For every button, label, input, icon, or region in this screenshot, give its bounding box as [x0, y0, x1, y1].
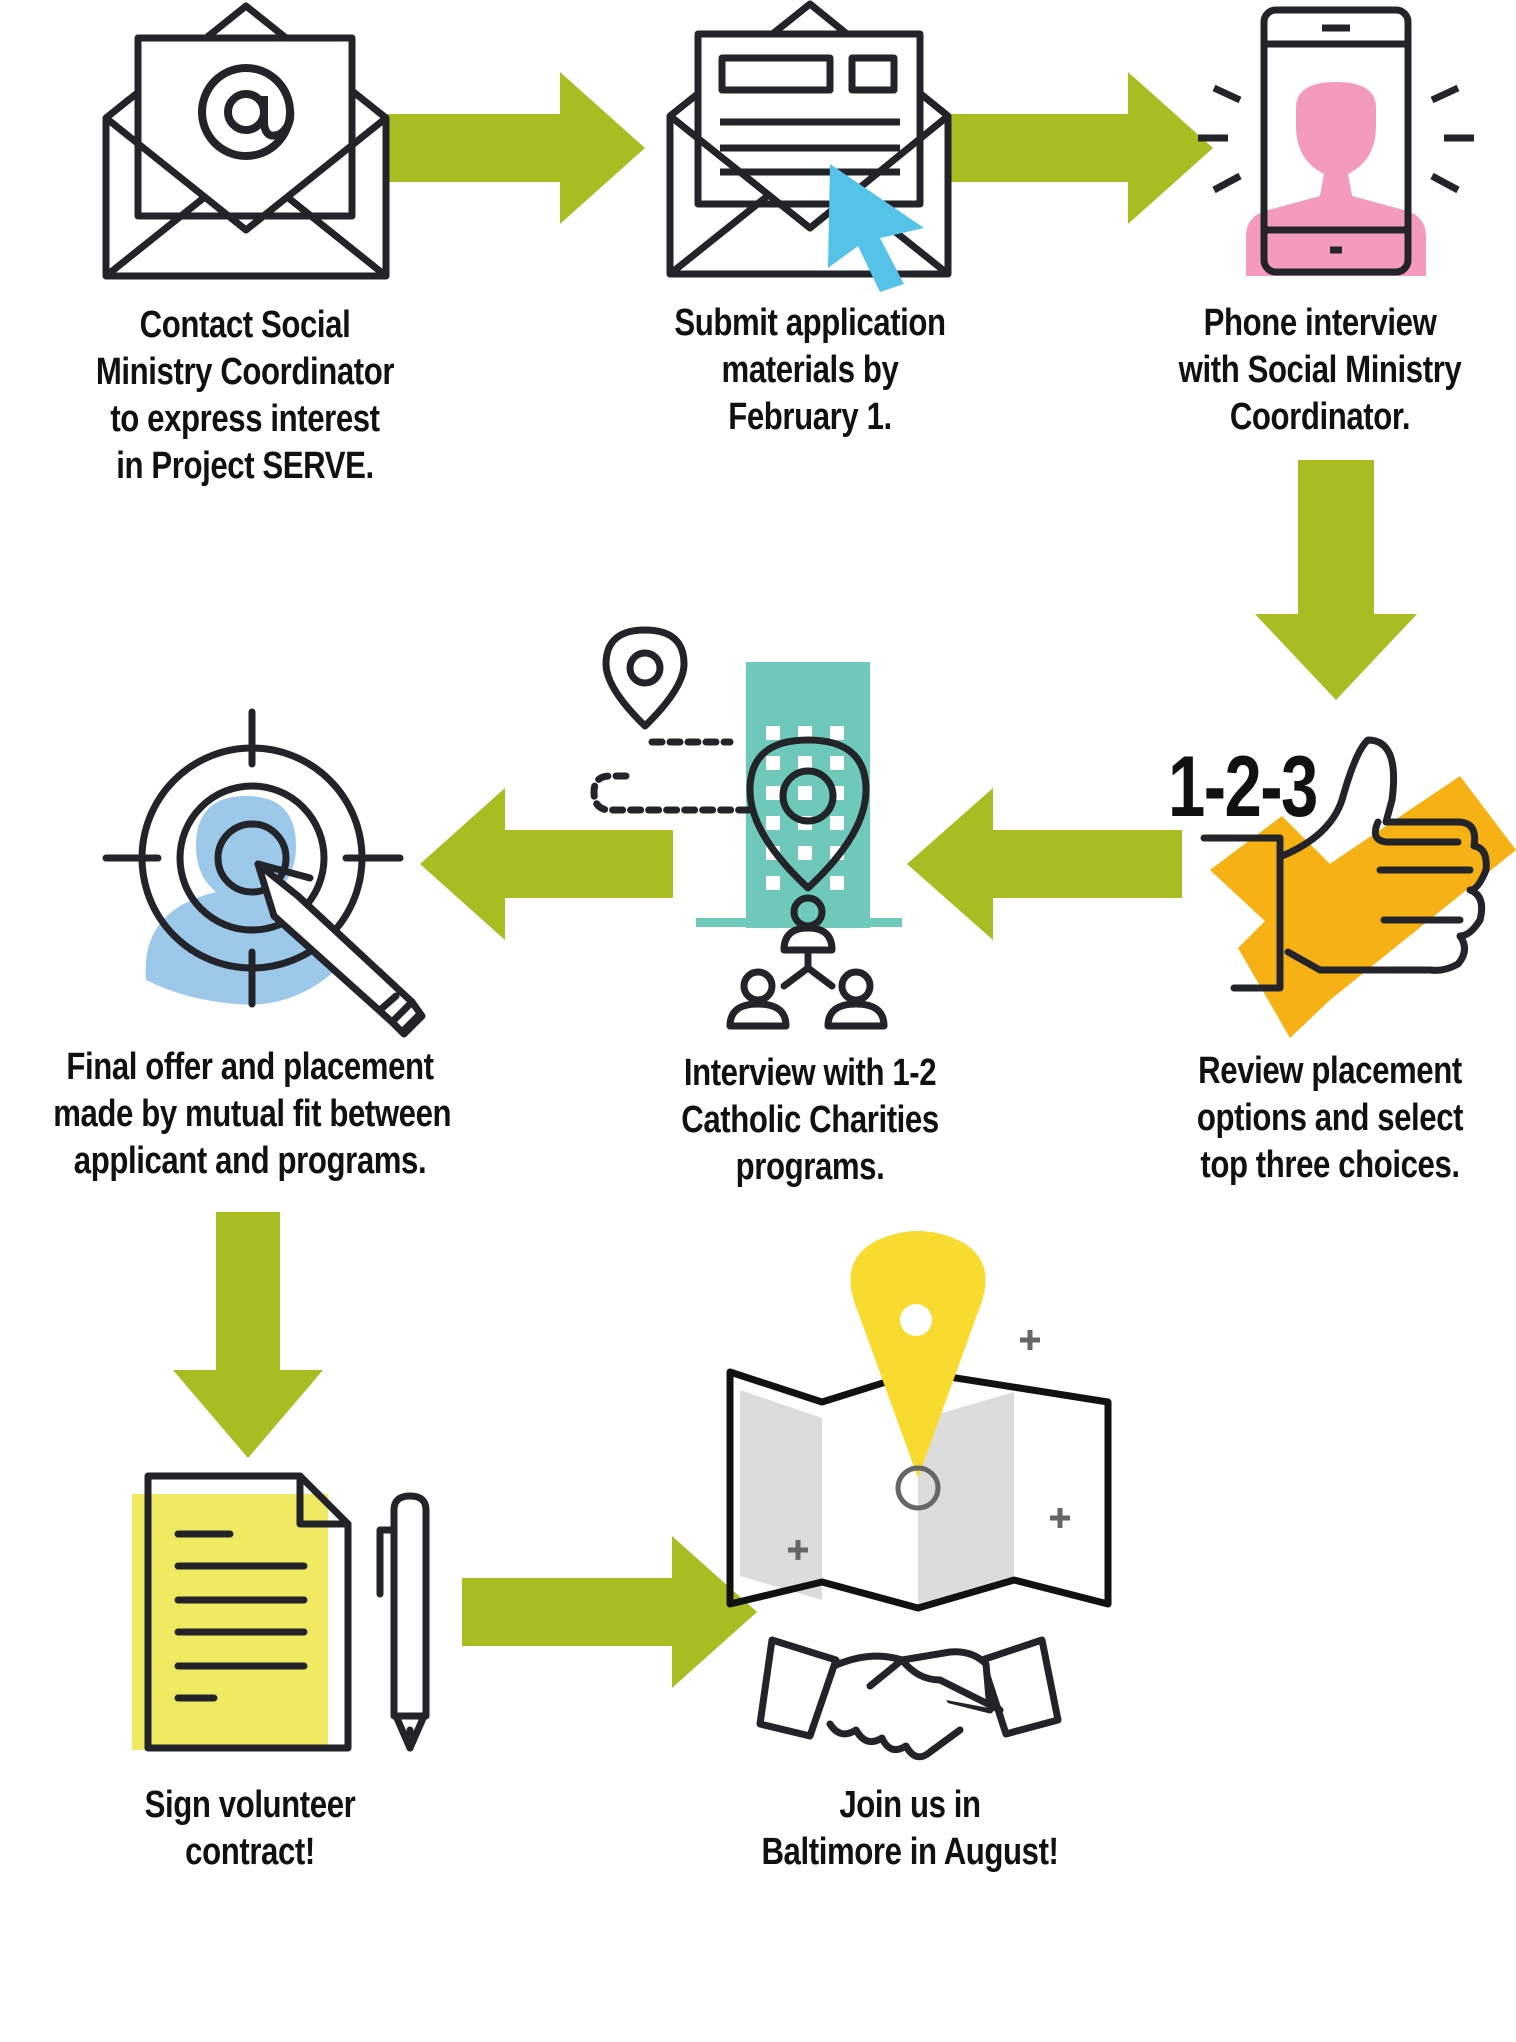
thumbs-up-check-icon: [1200, 736, 1516, 1038]
step7-line2: contract!: [185, 1831, 315, 1873]
step1-caption: Contact Social Ministry Coordinator to e…: [77, 302, 413, 490]
document-pen-icon: [132, 1472, 430, 1752]
smartphone-person-icon: [1198, 6, 1474, 276]
step6-line2: made by mutual fit between: [53, 1093, 452, 1135]
top-three-badge: 1-2-3: [1168, 739, 1318, 835]
step5-caption: Interview with 1-2 Catholic Charities pr…: [654, 1050, 966, 1191]
step6-line1: Final offer and placement: [66, 1046, 434, 1088]
map-handshake-icon: [726, 1231, 1112, 1761]
step3-line2: with Social Ministry: [1178, 349, 1462, 391]
step8-caption: Join us in Baltimore in August!: [738, 1782, 1082, 1876]
step4-caption: Review placement options and select top …: [1182, 1048, 1477, 1189]
step2-line2: materials by: [721, 349, 899, 391]
step6-line3: applicant and programs.: [73, 1140, 427, 1182]
step3-line3: Coordinator.: [1229, 396, 1411, 438]
step1-line2: Ministry Coordinator: [95, 351, 395, 393]
step4-line3: top three choices.: [1200, 1144, 1460, 1186]
arrow-step6-to-step7: [173, 1212, 323, 1458]
step3-line1: Phone interview: [1203, 302, 1437, 344]
arrow-step7-to-step8: [462, 1536, 757, 1688]
cursor-arrow-icon: [828, 164, 924, 292]
step6-caption: Final offer and placement made by mutual…: [53, 1044, 452, 1185]
step1-line1: Contact Social: [139, 304, 351, 346]
step4-line1: Review placement: [1198, 1050, 1462, 1092]
arrow-step3-to-step4: [1255, 460, 1417, 700]
step8-line1: Join us in: [839, 1784, 981, 1826]
step5-line3: programs.: [735, 1146, 885, 1188]
target-pencil-icon: [102, 708, 426, 1038]
email-envelope-icon: [102, 2, 390, 280]
step5-line2: Catholic Charities: [681, 1099, 939, 1141]
building-location-people-icon: [590, 626, 902, 1030]
step7-line1: Sign volunteer: [144, 1784, 356, 1826]
arrow-step1-to-step2: [356, 72, 645, 224]
step2-line1: Submit application: [674, 302, 946, 344]
step2-line3: February 1.: [728, 396, 892, 438]
step1-line4: in Project SERVE.: [116, 445, 374, 487]
arrow-step2-to-step3: [918, 72, 1213, 224]
step1-line3: to express interest: [110, 398, 380, 440]
step5-line1: Interview with 1-2: [683, 1052, 937, 1094]
arrow-step4-to-step5: [907, 788, 1182, 940]
application-envelope-icon: [666, 0, 952, 278]
arrow-step5-to-step6: [420, 788, 673, 940]
step8-line2: Baltimore in August!: [761, 1831, 1059, 1873]
step7-caption: Sign volunteer contract!: [94, 1782, 406, 1876]
step2-caption: Submit application materials by February…: [638, 300, 982, 441]
step3-caption: Phone interview with Social Ministry Coo…: [1164, 300, 1476, 441]
step4-line2: options and select: [1196, 1097, 1464, 1139]
